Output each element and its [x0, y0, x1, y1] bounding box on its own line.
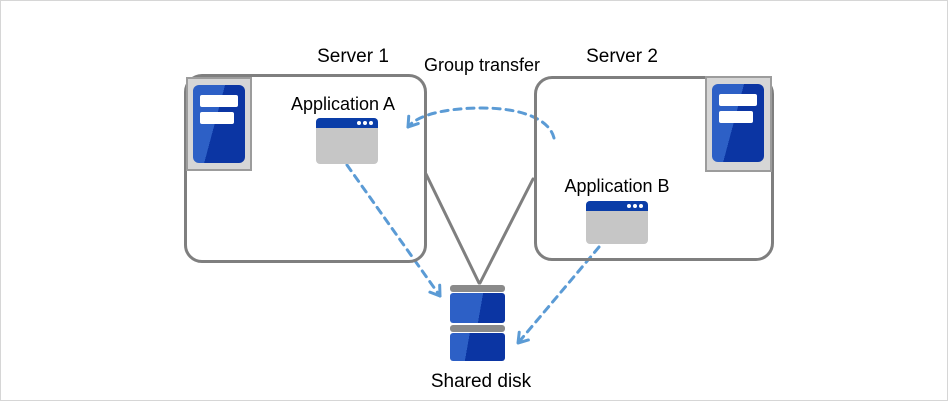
app-b-to-disk-arrow: [516, 245, 601, 345]
window-dot-icon: [357, 121, 361, 125]
server2-box: [534, 76, 774, 261]
application-a-label: Application A: [290, 94, 396, 114]
shared-disk-icon: [450, 285, 505, 363]
window-dot-icon: [363, 121, 367, 125]
server-tower-icon: [712, 84, 764, 162]
app-a-window-icon: [316, 118, 378, 164]
window-titlebar: [316, 118, 378, 128]
window-dot-icon: [627, 204, 631, 208]
shared-disk-label: Shared disk: [430, 371, 532, 392]
disk-cap: [450, 325, 505, 332]
funnel-line-right: [478, 177, 535, 285]
server1-label: Server 1: [317, 46, 389, 67]
window-dot-icon: [639, 204, 643, 208]
server-slot-bar: [719, 111, 753, 123]
server1-box: [184, 74, 427, 263]
server2-icon: [705, 76, 772, 172]
window-dot-icon: [369, 121, 373, 125]
group-transfer-arrow: [406, 106, 556, 140]
app-b-window-icon: [586, 201, 648, 244]
disk-platter: [450, 293, 505, 323]
disk-cap: [450, 285, 505, 292]
disk-platter: [450, 333, 505, 361]
application-b-label: Application B: [564, 176, 670, 196]
group-transfer-label: Group transfer: [423, 55, 541, 75]
funnel-line-left: [424, 172, 481, 285]
window-titlebar: [586, 201, 648, 211]
server-slot-bar: [200, 112, 234, 124]
server-slot-bar: [200, 95, 238, 107]
server1-icon: [186, 77, 252, 171]
server2-label: Server 2: [586, 46, 658, 67]
server-slot-bar: [719, 94, 757, 106]
window-dot-icon: [633, 204, 637, 208]
server-tower-icon: [193, 85, 245, 163]
